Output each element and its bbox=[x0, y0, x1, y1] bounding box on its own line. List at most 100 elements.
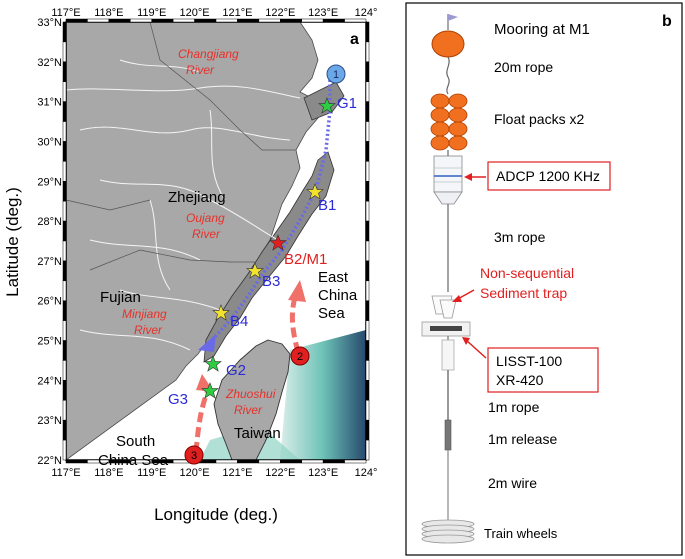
circle-marker-1 bbox=[326, 64, 346, 84]
float-packs bbox=[430, 93, 468, 151]
lat-tick: 30°N bbox=[37, 136, 62, 148]
circle-marker-3 bbox=[184, 445, 204, 465]
mooring-panel: b Mooring at M1 20m rope Float packs x2 … bbox=[405, 2, 683, 556]
frame-bar bbox=[365, 121, 370, 142]
label-3m-rope: 3m rope bbox=[494, 229, 546, 245]
frame-bar bbox=[62, 340, 67, 361]
mooring-frame bbox=[405, 2, 683, 556]
lon-tick-bottom: 118°E bbox=[94, 467, 123, 479]
frame-bar bbox=[237, 18, 260, 23]
label-lisst-1: LISST-100 bbox=[496, 353, 562, 369]
frame-bar bbox=[365, 141, 370, 162]
label-station-b2-m1: B2/M1 bbox=[284, 251, 327, 268]
frame-bar bbox=[280, 18, 302, 23]
adcp-callout-arrowhead bbox=[464, 173, 472, 181]
lon-tick-bottom: 117°E bbox=[51, 467, 80, 479]
y-axis-label: Latitude (deg.) bbox=[3, 187, 22, 297]
frame-bar bbox=[365, 181, 370, 202]
x-axis-label: Longitude (deg.) bbox=[154, 505, 278, 524]
frame-bar bbox=[258, 18, 281, 23]
frame-bar bbox=[62, 300, 67, 321]
frame-tick-bars bbox=[62, 18, 370, 464]
label-float-packs: Float packs x2 bbox=[494, 111, 584, 127]
frame-bar bbox=[62, 81, 67, 102]
circle-marker-3-label: 3 bbox=[191, 450, 197, 462]
trap-callout-arrowhead bbox=[452, 295, 462, 302]
lon-tick-bottom: 120°E bbox=[180, 467, 210, 479]
frame-bar bbox=[365, 439, 370, 461]
frame-bar bbox=[365, 240, 370, 262]
label-adcp: ADCP 1200 KHz bbox=[496, 168, 600, 184]
frame-bar bbox=[365, 41, 370, 63]
frame-bar bbox=[62, 200, 67, 222]
frame-bar bbox=[365, 340, 370, 361]
frame-bar bbox=[365, 280, 370, 301]
frame-bar bbox=[280, 459, 302, 464]
station-star-g3 bbox=[201, 382, 219, 399]
province-borders bbox=[66, 22, 296, 271]
frame-bar bbox=[62, 121, 67, 142]
lat-tick: 33°N bbox=[37, 17, 62, 29]
frame-bar bbox=[108, 18, 131, 23]
top-float bbox=[431, 30, 465, 58]
label-fujian: Fujian bbox=[100, 289, 141, 306]
sediment-trap bbox=[431, 295, 457, 319]
frame-bar bbox=[62, 220, 67, 242]
label-station-g2: G2 bbox=[226, 362, 246, 379]
lat-tick: 31°N bbox=[37, 97, 62, 109]
station-star-g1 bbox=[318, 97, 336, 114]
frame-bar bbox=[130, 18, 152, 23]
adcp-instrument bbox=[433, 155, 463, 205]
frame-bar bbox=[237, 459, 260, 464]
label-south-china-sea-2: China Sea bbox=[98, 452, 169, 469]
label-east-china-sea-3: Sea bbox=[318, 305, 345, 322]
frame-bar bbox=[301, 18, 324, 23]
frame-bar bbox=[365, 61, 370, 82]
lon-tick-top: 120°E bbox=[180, 7, 210, 19]
label-east-china-sea-1: East bbox=[318, 269, 349, 286]
lon-tick-top: 118°E bbox=[94, 7, 123, 19]
current-path-1 bbox=[212, 80, 332, 340]
lat-tick: 27°N bbox=[37, 256, 62, 268]
station-star-b3 bbox=[246, 262, 264, 279]
label-minjiang-1: Minjiang bbox=[122, 307, 167, 321]
lon-tick-bottom: 119°E bbox=[137, 467, 166, 479]
frame-bar bbox=[62, 419, 67, 441]
lat-tick: 22°N bbox=[37, 455, 62, 467]
rope-20m-line bbox=[446, 56, 450, 95]
frame-bar bbox=[65, 459, 88, 464]
frame-bar bbox=[172, 18, 195, 23]
lat-tick-labels: 33°N32°N31°N30°N29°N28°N27°N26°N25°N24°N… bbox=[37, 17, 62, 467]
circle-marker-2 bbox=[290, 346, 310, 366]
train-wheels-anchor bbox=[421, 519, 475, 544]
frame-bar bbox=[62, 61, 67, 82]
frame-bar bbox=[344, 18, 367, 23]
mainland-china bbox=[66, 22, 319, 460]
label-station-b1: B1 bbox=[318, 197, 336, 214]
frame-bar bbox=[365, 21, 370, 43]
lat-tick: 29°N bbox=[37, 176, 62, 188]
lat-tick: 28°N bbox=[37, 216, 62, 228]
frame-bar bbox=[365, 161, 370, 182]
frame-bar bbox=[62, 101, 67, 122]
station-star-g2 bbox=[204, 355, 222, 372]
frame-bar bbox=[62, 360, 67, 381]
lisst-callout-arrowhead bbox=[462, 337, 470, 345]
label-lisst-2: XR-420 bbox=[496, 372, 544, 388]
frame-bar bbox=[62, 41, 67, 63]
label-trap-2: Sediment trap bbox=[480, 285, 567, 301]
label-2m-wire: 2m wire bbox=[488, 475, 537, 491]
lat-tick: 26°N bbox=[37, 296, 62, 308]
label-station-g1: G1 bbox=[337, 95, 357, 112]
frame-bar bbox=[365, 300, 370, 321]
label-changjiang-2: River bbox=[186, 63, 215, 77]
lon-tick-top: 124° bbox=[355, 7, 378, 19]
label-1m-release: 1m release bbox=[488, 431, 557, 447]
lat-tick: 23°N bbox=[37, 415, 62, 427]
frame-bar bbox=[365, 320, 370, 341]
label-station-g3: G3 bbox=[168, 391, 188, 408]
mooring-panel-label: b bbox=[662, 13, 672, 30]
river-network bbox=[66, 59, 301, 351]
frame-bar bbox=[62, 240, 67, 262]
